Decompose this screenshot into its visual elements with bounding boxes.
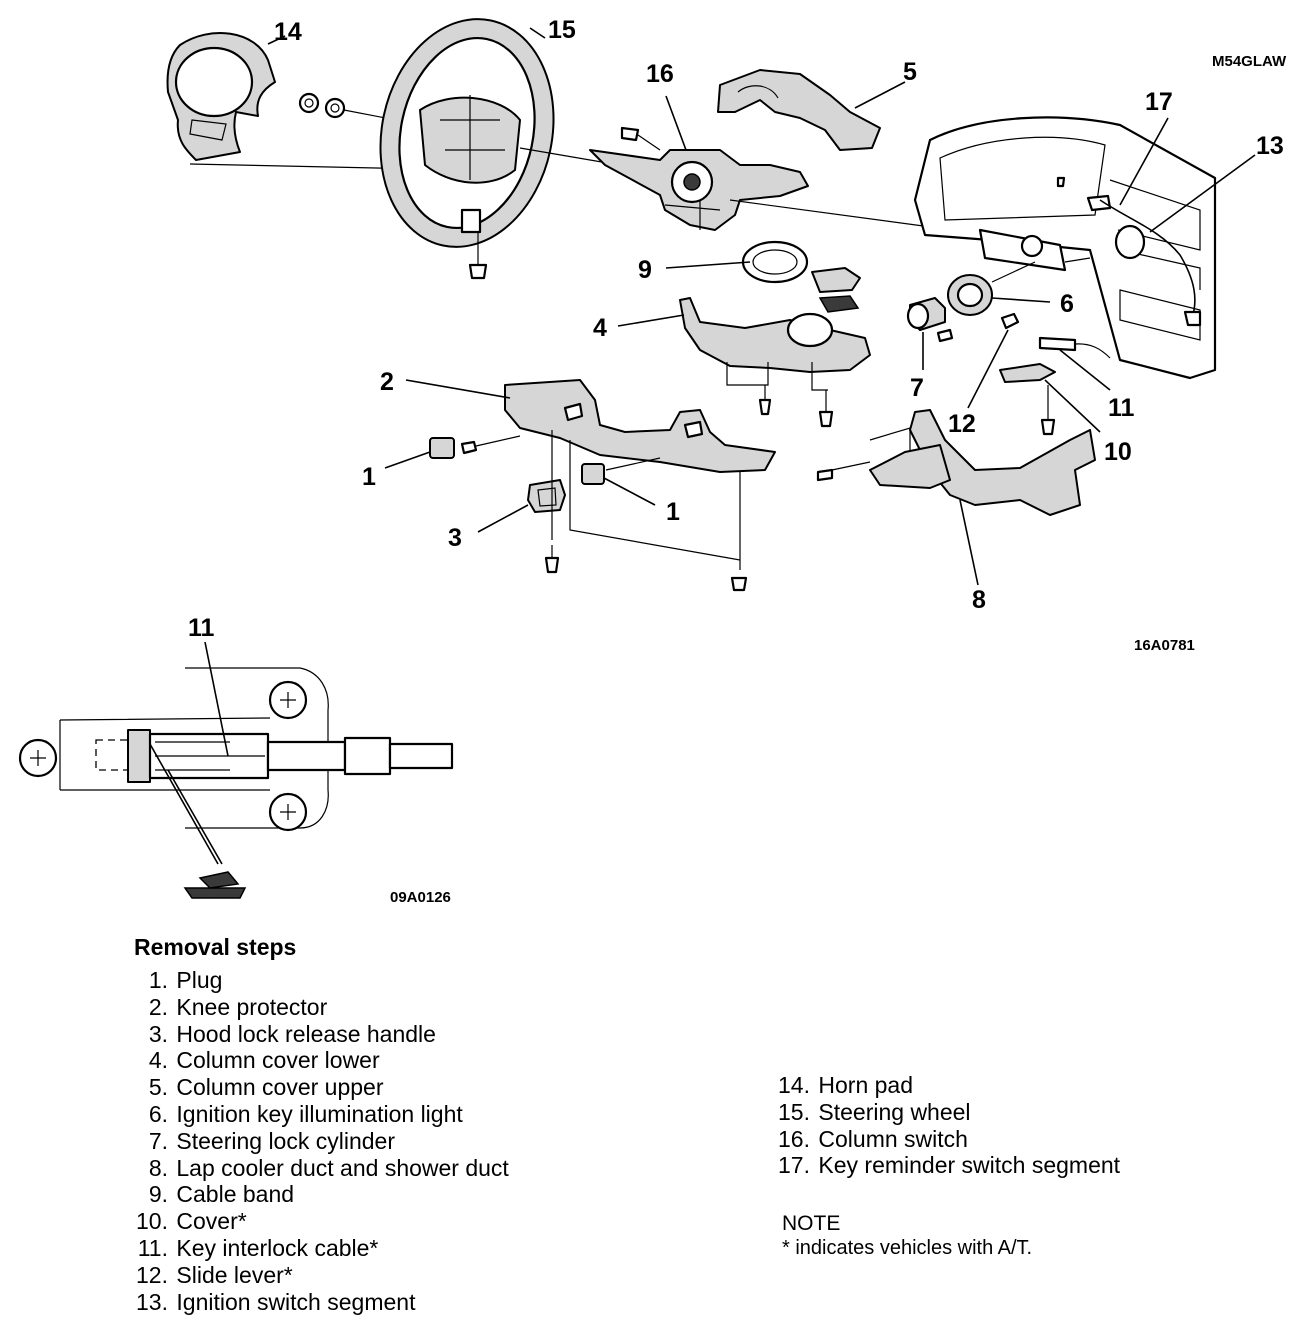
step-item: 11. Key interlock cable* bbox=[137, 1234, 379, 1261]
step-item: 17. Key reminder switch segment bbox=[778, 1152, 1121, 1179]
step-item: 9. Cable band bbox=[148, 1181, 295, 1208]
callout-detail-11: 11 bbox=[188, 614, 215, 642]
callout-1-right: 1 bbox=[666, 498, 680, 526]
lap-cooler-duct bbox=[816, 409, 1096, 586]
note: NOTE * indicates vehicles with A/T. bbox=[782, 1212, 1282, 1260]
callout-10: 10 bbox=[1104, 438, 1132, 466]
callout-2: 2 bbox=[380, 368, 394, 396]
step-item: 8. Lap cooler duct and shower duct bbox=[148, 1154, 509, 1181]
figure-code-top-right: M54GLAW bbox=[1212, 53, 1287, 70]
slide-lever bbox=[967, 312, 1020, 409]
callout-1-left: 1 bbox=[362, 463, 376, 491]
column-cover-upper bbox=[717, 69, 906, 151]
lower-screws bbox=[569, 440, 748, 592]
instrument-panel bbox=[913, 116, 1256, 380]
removal-steps-continued: 14. Horn pad 15. Steering wheel 16. Colu… bbox=[770, 1072, 1270, 1179]
cable-band bbox=[665, 240, 861, 313]
step-item: 6. Ignition key illumination light bbox=[148, 1100, 463, 1127]
step-item: 12. Slide lever* bbox=[136, 1261, 293, 1288]
hood-lock-release-handle bbox=[477, 430, 566, 574]
callout-8: 8 bbox=[972, 586, 986, 614]
note-title: NOTE bbox=[782, 1212, 841, 1235]
callout-13: 13 bbox=[1256, 132, 1284, 160]
figure-code-detail: 09A0126 bbox=[390, 889, 451, 906]
step-item: 5. Column cover upper bbox=[148, 1074, 384, 1101]
note-text: * indicates vehicles with A/T. bbox=[782, 1237, 1033, 1259]
interlock-detail bbox=[18, 641, 454, 899]
step-item: 10. Cover* bbox=[136, 1208, 247, 1235]
step-item: 2. Knee protector bbox=[148, 993, 328, 1020]
callout-4: 4 bbox=[593, 314, 607, 342]
callout-9: 9 bbox=[638, 256, 652, 284]
step-item: 7. Steering lock cylinder bbox=[148, 1127, 395, 1154]
callout-6: 6 bbox=[1060, 290, 1074, 318]
horn-pad bbox=[166, 32, 286, 161]
removal-steps: Removal steps 1. Plug 2. Knee protector … bbox=[128, 934, 728, 1315]
callout-15: 15 bbox=[548, 16, 576, 44]
step-item: 16. Column switch bbox=[778, 1125, 968, 1152]
step-item: 4. Column cover lower bbox=[148, 1047, 380, 1074]
steering-lock-cylinder bbox=[906, 297, 954, 370]
step-item: 13. Ignition switch segment bbox=[136, 1288, 416, 1315]
cover-part bbox=[999, 363, 1101, 436]
plug-left bbox=[384, 435, 521, 469]
callout-16: 16 bbox=[646, 60, 674, 88]
step-item: 14. Horn pad bbox=[778, 1072, 914, 1098]
column-cover-lower bbox=[617, 297, 871, 428]
callout-14: 14 bbox=[274, 18, 302, 46]
callout-5: 5 bbox=[903, 58, 917, 86]
key-interlock-cable bbox=[1038, 336, 1111, 391]
callout-11: 11 bbox=[1108, 394, 1135, 422]
ignition-key-illumination-light bbox=[947, 261, 1051, 316]
plug-right bbox=[581, 457, 661, 506]
callout-3: 3 bbox=[448, 524, 462, 552]
step-item: 3. Hood lock release handle bbox=[148, 1020, 436, 1047]
knee-protector bbox=[405, 379, 776, 473]
step-item: 15. Steering wheel bbox=[778, 1098, 971, 1125]
removal-steps-title: Removal steps bbox=[134, 934, 297, 960]
column-switch bbox=[589, 95, 991, 236]
callout-17: 17 bbox=[1145, 88, 1173, 116]
callout-12: 12 bbox=[948, 410, 976, 438]
callout-7: 7 bbox=[910, 374, 924, 402]
removal-steps-list: 1. Plug 2. Knee protector 3. Hood lock r… bbox=[128, 967, 728, 1315]
figure-code-main: 16A0781 bbox=[1134, 637, 1195, 654]
steering-wheel bbox=[379, 18, 661, 280]
step-item: 1. Plug bbox=[148, 967, 223, 993]
